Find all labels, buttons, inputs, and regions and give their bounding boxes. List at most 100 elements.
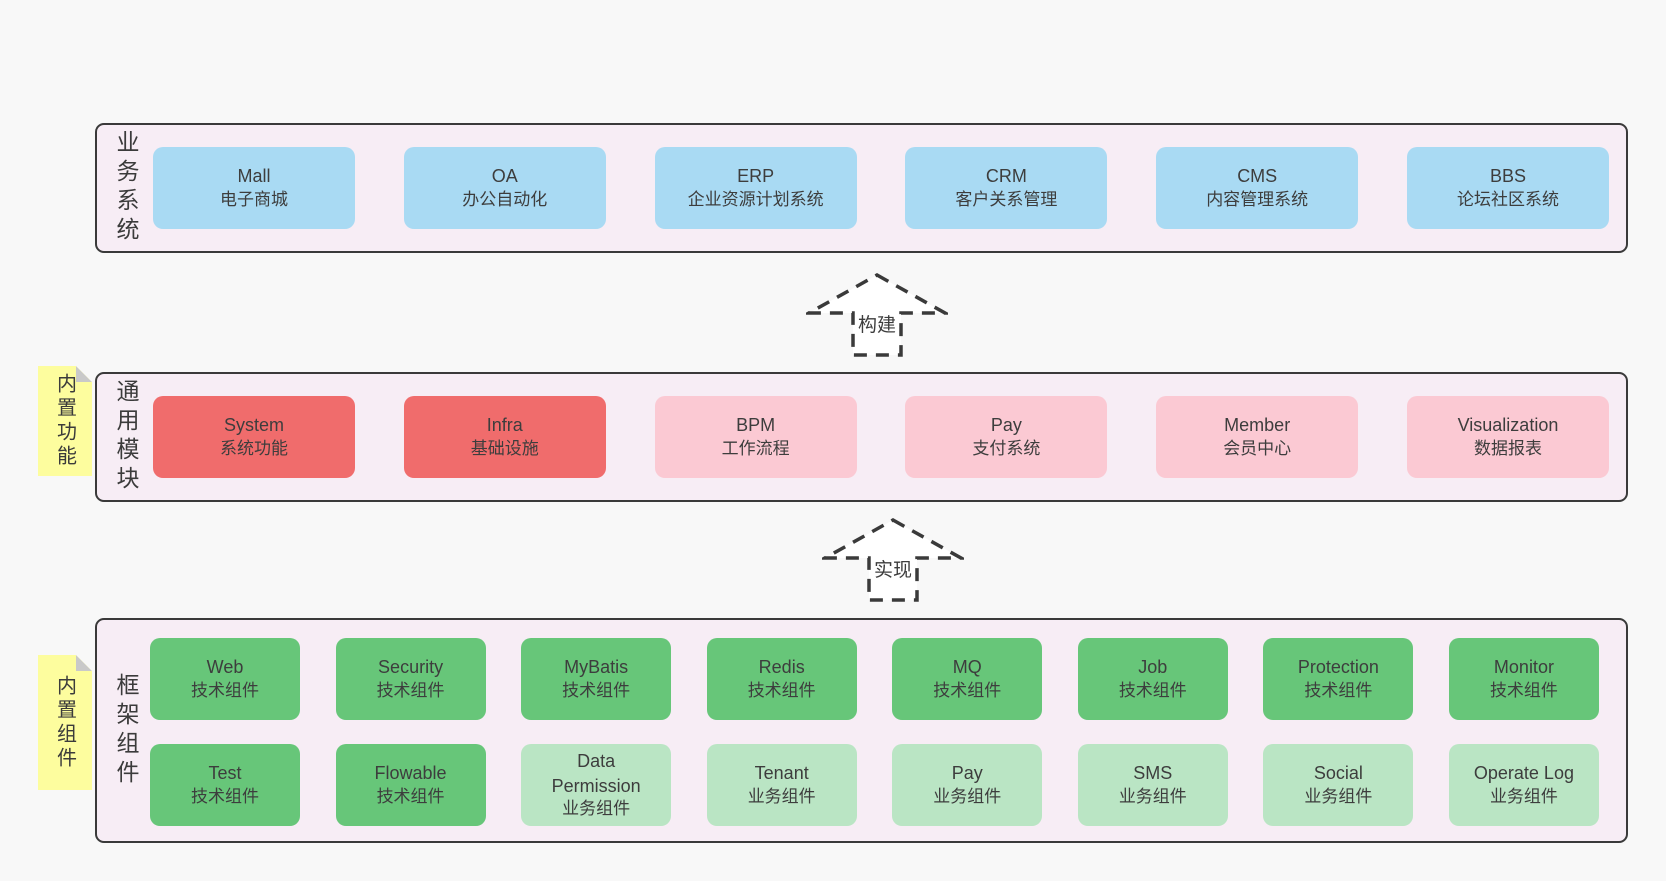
box-title: Flowable — [374, 763, 447, 784]
box-data-permission: Data Permission 业务组件 — [521, 744, 672, 826]
box-system: System 系统功能 — [153, 396, 355, 478]
box-mybatis: MyBatis 技术组件 — [521, 638, 672, 720]
business-systems-row: Mall 电子商城 OA 办公自动化 ERP 企业资源计划系统 CRM 客户关系… — [153, 147, 1609, 229]
box-title: Visualization — [1457, 415, 1559, 436]
sticky-note-builtin-components: 内置组件 — [38, 655, 92, 790]
box-subtitle: 技术组件 — [376, 680, 445, 700]
layer-common-modules: 通用模块 System 系统功能 Infra 基础设施 BPM 工作流程 Pay… — [95, 372, 1628, 502]
box-subtitle: 办公自动化 — [462, 189, 548, 209]
framework-components-row-1: Web 技术组件 Security 技术组件 MyBatis 技术组件 Redi… — [150, 638, 1599, 720]
layer-framework-components: 框架组件 Web 技术组件 Security 技术组件 MyBatis 技术组件… — [95, 618, 1628, 843]
box-title: ERP — [737, 166, 775, 187]
box-subtitle: 论坛社区系统 — [1456, 189, 1559, 209]
sticky-note-builtin-features: 内置功能 — [38, 366, 92, 476]
box-subtitle: 技术组件 — [1118, 680, 1187, 700]
box-subtitle: 业务组件 — [1489, 786, 1558, 806]
box-subtitle: 电子商城 — [220, 189, 288, 209]
box-test: Test 技术组件 — [150, 744, 300, 826]
box-subtitle: 技术组件 — [1304, 680, 1373, 700]
box-subtitle: 支付系统 — [972, 438, 1041, 458]
box-visualization: Visualization 数据报表 — [1406, 396, 1609, 478]
box-subtitle: 内容管理系统 — [1206, 189, 1309, 209]
box-subtitle: 数据报表 — [1473, 438, 1542, 458]
box-redis: Redis 技术组件 — [706, 638, 857, 720]
arrow-label-implement: 实现 — [870, 559, 916, 583]
framework-components-row-2: Test 技术组件 Flowable 技术组件 Data Permission … — [150, 744, 1599, 826]
box-subtitle: 技术组件 — [191, 786, 259, 806]
box-title: MQ — [952, 657, 982, 678]
sticky-note-text: 内置组件 — [53, 674, 76, 771]
arrow-label-build: 构建 — [854, 314, 900, 338]
box-cms: CMS 内容管理系统 — [1156, 147, 1359, 229]
box-title: Test — [208, 763, 242, 784]
box-member: Member 会员中心 — [1156, 396, 1359, 478]
layer-business-systems: 业务系统 Mall 电子商城 OA 办公自动化 ERP 企业资源计划系统 CRM… — [95, 123, 1628, 253]
box-subtitle: 业务组件 — [747, 786, 816, 806]
box-title: Infra — [486, 415, 523, 436]
box-title: Social — [1313, 763, 1363, 784]
box-crm: CRM 客户关系管理 — [905, 147, 1108, 229]
box-subtitle: 系统功能 — [220, 438, 288, 458]
folded-corner-icon — [76, 366, 92, 382]
box-bpm: BPM 工作流程 — [654, 396, 857, 478]
box-erp: ERP 企业资源计划系统 — [654, 147, 857, 229]
box-subtitle: 业务组件 — [562, 798, 631, 818]
box-title: Redis — [758, 657, 805, 678]
box-flowable: Flowable 技术组件 — [335, 744, 486, 826]
box-subtitle: 工作流程 — [721, 438, 790, 458]
sticky-note-text: 内置功能 — [53, 373, 76, 469]
box-subtitle: 技术组件 — [933, 680, 1002, 700]
folded-corner-icon — [76, 655, 92, 671]
up-arrow-implement: 实现 — [822, 517, 964, 603]
box-pay-system: Pay 支付系统 — [905, 396, 1108, 478]
box-title: Security — [378, 657, 444, 678]
box-title: CRM — [985, 166, 1027, 187]
box-title: Monitor — [1493, 657, 1554, 678]
up-arrow-build: 构建 — [806, 272, 948, 358]
box-monitor: Monitor 技术组件 — [1448, 638, 1599, 720]
box-subtitle: 业务组件 — [933, 786, 1002, 806]
box-title: CMS — [1237, 166, 1278, 187]
box-subtitle: 技术组件 — [1489, 680, 1558, 700]
box-oa: OA 办公自动化 — [403, 147, 606, 229]
layer-label-common-modules: 通用模块 — [113, 379, 139, 495]
box-pay-component: Pay 业务组件 — [892, 744, 1043, 826]
box-security: Security 技术组件 — [335, 638, 486, 720]
box-tenant: Tenant 业务组件 — [706, 744, 857, 826]
box-subtitle: 基础设施 — [470, 438, 539, 458]
box-title: Web — [206, 657, 244, 678]
box-job: Job 技术组件 — [1077, 638, 1228, 720]
box-subtitle: 会员中心 — [1223, 438, 1292, 458]
box-subtitle: 技术组件 — [376, 786, 445, 806]
box-title: BBS — [1489, 166, 1526, 187]
box-title: Protection — [1297, 657, 1379, 678]
box-infra: Infra 基础设施 — [403, 396, 606, 478]
common-modules-row: System 系统功能 Infra 基础设施 BPM 工作流程 Pay 支付系统… — [153, 396, 1609, 478]
box-title: SMS — [1133, 763, 1173, 784]
box-web: Web 技术组件 — [150, 638, 300, 720]
box-title: MyBatis — [564, 657, 629, 678]
layer-label-framework-components: 框架组件 — [113, 672, 139, 789]
box-subtitle: 业务组件 — [1304, 786, 1373, 806]
box-mq: MQ 技术组件 — [892, 638, 1043, 720]
box-title: System — [223, 415, 284, 436]
box-title: Mall — [237, 166, 271, 187]
box-operate-log: Operate Log 业务组件 — [1448, 744, 1599, 826]
box-title: Pay — [951, 763, 983, 784]
box-subtitle: 业务组件 — [1118, 786, 1187, 806]
layer-label-business-systems: 业务系统 — [113, 130, 139, 246]
box-title: Job — [1138, 657, 1168, 678]
box-protection: Protection 技术组件 — [1263, 638, 1414, 720]
box-mall: Mall 电子商城 — [153, 147, 355, 229]
box-subtitle: 技术组件 — [747, 680, 816, 700]
box-title: OA — [491, 166, 518, 187]
box-subtitle: 技术组件 — [562, 680, 631, 700]
box-bbs: BBS 论坛社区系统 — [1406, 147, 1609, 229]
box-title: BPM — [736, 415, 776, 436]
box-title: Operate Log — [1473, 763, 1574, 784]
box-subtitle: 技术组件 — [191, 680, 259, 700]
box-title: Pay — [990, 415, 1022, 436]
box-social: Social 业务组件 — [1263, 744, 1414, 826]
box-subtitle: 客户关系管理 — [955, 189, 1058, 209]
box-title: Tenant — [754, 763, 809, 784]
